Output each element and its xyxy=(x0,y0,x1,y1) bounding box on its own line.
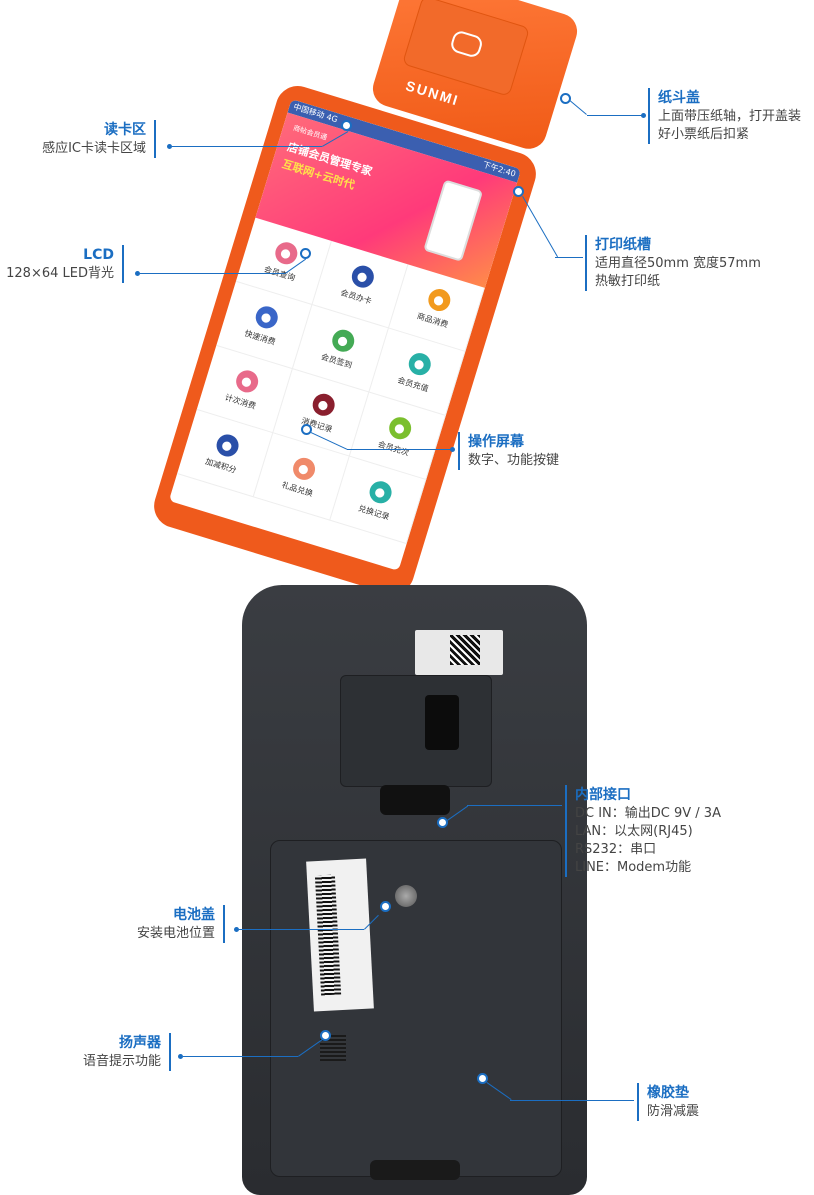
hotspot-dot xyxy=(513,186,524,197)
callout-desc: 热敏打印纸 xyxy=(595,274,661,289)
leader-line xyxy=(555,257,583,258)
callout-dot xyxy=(167,144,172,149)
bottom-port xyxy=(370,1160,460,1180)
menu-tile-icon: ● xyxy=(348,262,377,291)
callout-title: 纸斗盖 xyxy=(658,90,700,106)
callout-desc: 语音提示功能 xyxy=(82,1054,161,1069)
connector-bay xyxy=(340,675,492,787)
menu-tile-label: 加减积分 xyxy=(204,456,238,475)
menu-tile-icon: ● xyxy=(309,390,337,419)
menu-tile-label: 会员办卡 xyxy=(339,288,373,307)
menu-tile-label: 计次消费 xyxy=(223,392,258,411)
callout-dot xyxy=(450,447,455,452)
menu-tile-icon: ● xyxy=(289,455,318,483)
callout-dot xyxy=(135,271,140,276)
menu-tile-icon: ● xyxy=(385,414,414,442)
menu-tile-icon: ● xyxy=(272,239,300,267)
callout-battery-cover: 电池盖 安装电池位置 xyxy=(137,905,225,943)
leader-line xyxy=(183,1056,298,1057)
callout-interface: 内部接口 DC IN：输出DC 9V / 3A LAN：以太网(RJ45) RS… xyxy=(565,785,721,877)
leader-line xyxy=(172,146,322,147)
callout-title: 扬声器 xyxy=(119,1035,161,1051)
menu-tile-icon: ● xyxy=(329,326,357,355)
menu-tile-label: 商品消费 xyxy=(415,311,450,330)
device-front-body: SUNMI 中国移动 4G 下午2:40 商帖会员通 店铺会员管理专家 互联网+… xyxy=(148,0,620,600)
callout-desc: DC IN：输出DC 9V / 3A xyxy=(575,806,721,821)
callout-desc: 128×64 LED背光 xyxy=(6,266,114,281)
connector-chip xyxy=(425,695,459,750)
menu-tile-icon: ● xyxy=(425,286,453,314)
callout-title: 打印纸槽 xyxy=(595,237,651,253)
callout-title: 电池盖 xyxy=(173,907,215,923)
callout-dot xyxy=(234,927,239,932)
menu-tile-icon: ● xyxy=(232,367,261,396)
callout-touchscreen: 操作屏幕 数字、功能按键 xyxy=(458,432,559,470)
menu-tile-icon: ● xyxy=(252,303,280,331)
menu-tile-icon: ● xyxy=(405,350,434,378)
menu-tile-label: 兑换记录 xyxy=(357,503,391,522)
hotspot-dot xyxy=(300,248,311,259)
hotspot-dot xyxy=(320,1030,331,1041)
pos-terminal-back xyxy=(230,585,600,1195)
callout-desc: LINE：Modem功能 xyxy=(575,860,692,875)
callout-title: 内部接口 xyxy=(575,787,631,803)
callout-desc: 安装电池位置 xyxy=(136,926,215,941)
callout-desc: 数字、功能按键 xyxy=(468,453,560,468)
callout-rubber-pad: 橡胶垫 防滑减震 xyxy=(637,1083,699,1121)
callout-desc: RS232：串口 xyxy=(575,842,657,857)
callout-desc: 上面带压纸轴，打开盖装 xyxy=(658,109,802,124)
leader-line xyxy=(347,449,452,450)
callout-desc: 好小票纸后扣紧 xyxy=(658,127,750,142)
callout-desc: 适用直径50mm 宽度57mm xyxy=(595,256,761,271)
callout-title: 橡胶垫 xyxy=(647,1085,689,1101)
callout-card-reader: 读卡区 感应IC卡读卡区域 xyxy=(42,120,156,158)
device-screen: 中国移动 4G 下午2:40 商帖会员通 店铺会员管理专家 互联网+云时代 ●会… xyxy=(168,99,522,571)
leader-line xyxy=(239,929,364,930)
hotspot-dot xyxy=(380,901,391,912)
phone-illustration xyxy=(423,179,484,262)
leader-line xyxy=(467,805,562,806)
leader-line xyxy=(140,273,285,274)
screw-icon xyxy=(395,885,417,907)
callout-desc: 防滑减震 xyxy=(647,1104,700,1119)
nfc-icon xyxy=(449,29,485,59)
leader-line xyxy=(587,115,643,116)
menu-tile-label: 快速消费 xyxy=(243,328,277,347)
hotspot-dot xyxy=(437,817,448,828)
hotspot-dot xyxy=(560,93,571,104)
callout-desc: LAN：以太网(RJ45) xyxy=(575,824,693,839)
callout-lcd: LCD 128×64 LED背光 xyxy=(6,245,124,283)
hotspot-dot xyxy=(477,1073,488,1084)
hotspot-dot xyxy=(301,424,312,435)
callout-title: 读卡区 xyxy=(104,122,146,138)
hotspot-dot xyxy=(341,120,352,131)
callout-desc: 感应IC卡读卡区域 xyxy=(42,141,146,156)
callout-title: 操作屏幕 xyxy=(468,434,524,450)
callout-title: LCD xyxy=(83,247,114,263)
menu-tile-label: 会员签到 xyxy=(319,352,354,371)
callout-dot xyxy=(641,113,646,118)
menu-tile-icon: ● xyxy=(213,431,241,460)
interface-slot xyxy=(380,785,450,815)
menu-tile-label: 礼品兑换 xyxy=(280,480,314,499)
menu-tile-icon: ● xyxy=(366,478,394,506)
callout-speaker: 扬声器 语音提示功能 xyxy=(83,1033,171,1071)
callout-print-slot: 打印纸槽 适用直径50mm 宽度57mm 热敏打印纸 xyxy=(585,235,761,291)
pos-terminal-front: SUNMI 中国移动 4G 下午2:40 商帖会员通 店铺会员管理专家 互联网+… xyxy=(148,0,620,600)
menu-tile-label: 会员充值 xyxy=(396,375,430,394)
leader-line xyxy=(510,1100,634,1101)
callout-paper-cover: 纸斗盖 上面带压纸轴，打开盖装 好小票纸后扣紧 xyxy=(648,88,801,144)
qr-code xyxy=(450,635,480,665)
callout-dot xyxy=(178,1054,183,1059)
